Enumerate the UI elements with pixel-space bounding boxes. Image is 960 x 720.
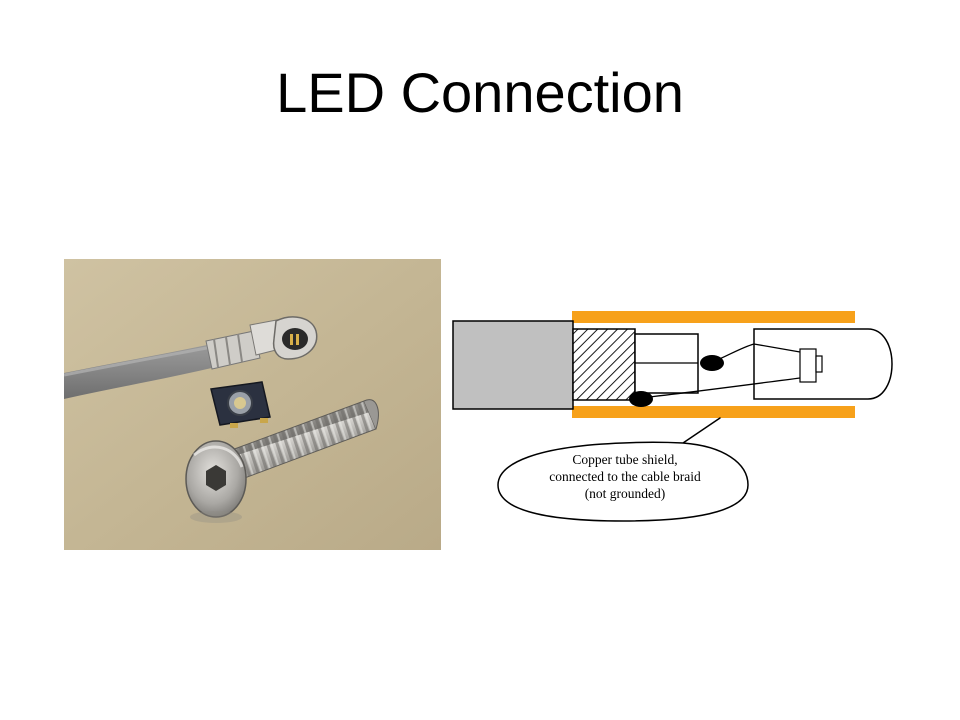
solder-joint-top [700, 355, 724, 371]
cable-connector-photo [64, 259, 441, 550]
callout-bubble [497, 417, 749, 522]
led-body [753, 328, 893, 400]
shield-bottom [572, 406, 855, 418]
shield-top [572, 311, 855, 323]
callout-line-1: Copper tube shield, [572, 452, 678, 467]
slide-title: LED Connection [276, 61, 684, 124]
callout-text: Copper tube shield, connected to the cab… [500, 451, 750, 502]
cable-jacket [452, 320, 574, 410]
callout-line-3: (not grounded) [584, 486, 666, 501]
solder-joint-bottom [629, 391, 653, 407]
callout-line-2: connected to the cable braid [549, 469, 701, 484]
cable-braid [572, 328, 636, 401]
led-connection-diagram [452, 311, 893, 522]
